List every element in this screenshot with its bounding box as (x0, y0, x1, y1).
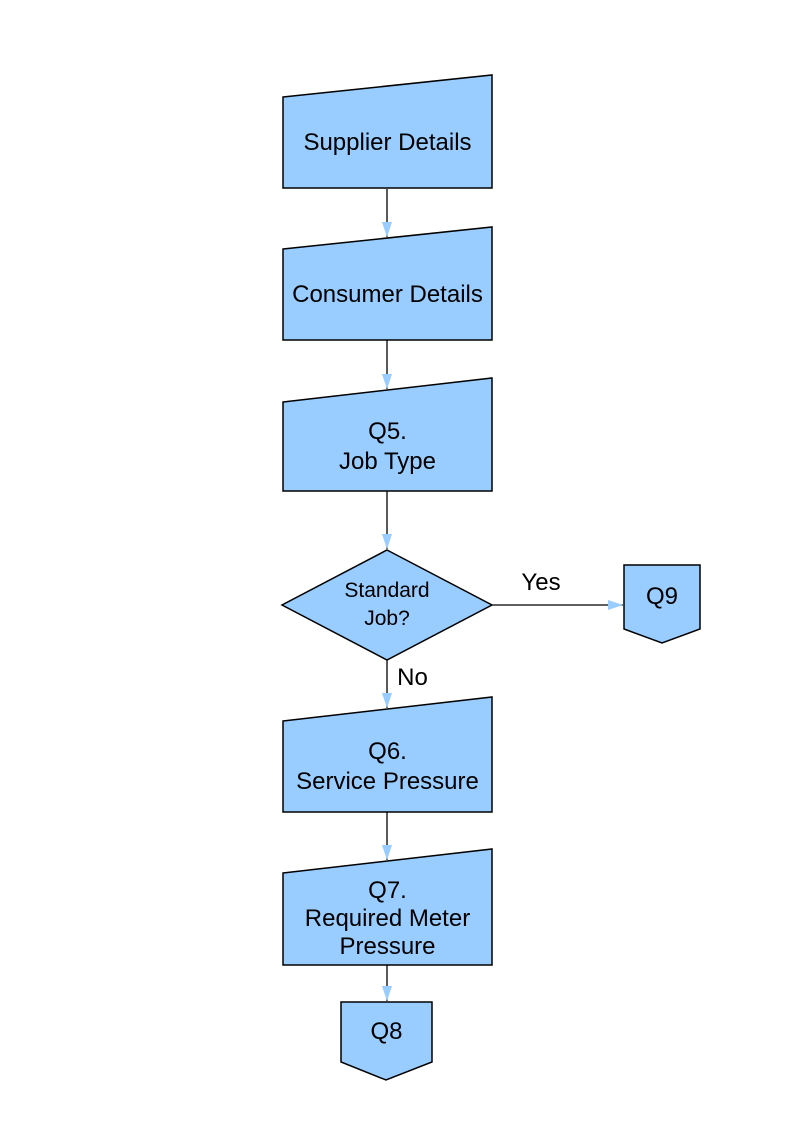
standard-job-decision-diamond (280, 549, 494, 661)
q7-required-meter-pressure-shape (282, 848, 493, 966)
q5-job-type-shape (282, 377, 493, 492)
q8-offpage-connector-shape (340, 1001, 433, 1081)
consumer-details-shape (282, 226, 493, 341)
q9-offpage-connector-shape (623, 564, 701, 644)
supplier-details-shape (282, 74, 493, 189)
q6-service-pressure-shape (282, 696, 493, 813)
